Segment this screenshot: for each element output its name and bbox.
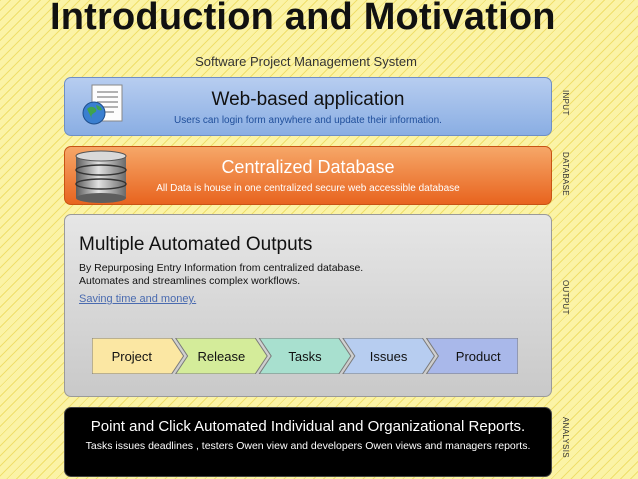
analysis-band: Point and Click Automated Individual and… [64, 407, 552, 477]
process-step-label: Product [456, 349, 501, 364]
input-description: Users can login form anywhere and update… [174, 115, 442, 126]
database-side-label: DATABASE [561, 152, 570, 196]
output-side-label: OUTPUT [561, 280, 570, 315]
process-step-label: Tasks [288, 349, 322, 364]
process-step-label: Issues [370, 349, 408, 364]
output-line-2: Automates and streamlines complex workfl… [79, 275, 301, 287]
database-icon [72, 149, 130, 208]
process-step-issues [342, 338, 436, 374]
analysis-description: Tasks issues deadlines , testers Owen vi… [85, 440, 531, 452]
input-side-label: INPUT [561, 90, 570, 116]
database-heading: Centralized Database [221, 157, 395, 177]
document-globe-icon [78, 83, 128, 132]
process-step-project [92, 338, 185, 374]
process-step-tasks [258, 338, 352, 374]
database-description: All Data is house in one centralized sec… [156, 183, 460, 194]
output-link[interactable]: Saving time and money. [79, 293, 197, 305]
input-band: Web-based application Users can login fo… [64, 77, 552, 136]
process-step-label: Release [198, 349, 246, 364]
output-heading: Multiple Automated Outputs [79, 234, 313, 255]
process-chevrons: Project Release Tasks Issues Product [92, 338, 518, 374]
slide-title: Introduction and Motivation [50, 0, 556, 38]
process-step-label: Project [112, 349, 153, 364]
process-step-product [425, 338, 518, 374]
analysis-side-label: ANALYSIS [561, 417, 570, 458]
output-line-1: By Repurposing Entry Information from ce… [79, 262, 364, 274]
slide-subtitle: Software Project Management System [195, 54, 417, 69]
analysis-heading: Point and Click Automated Individual and… [90, 418, 526, 435]
input-heading: Web-based application [211, 89, 405, 110]
process-step-release [174, 338, 268, 374]
database-band: Centralized Database All Data is house i… [64, 146, 552, 205]
